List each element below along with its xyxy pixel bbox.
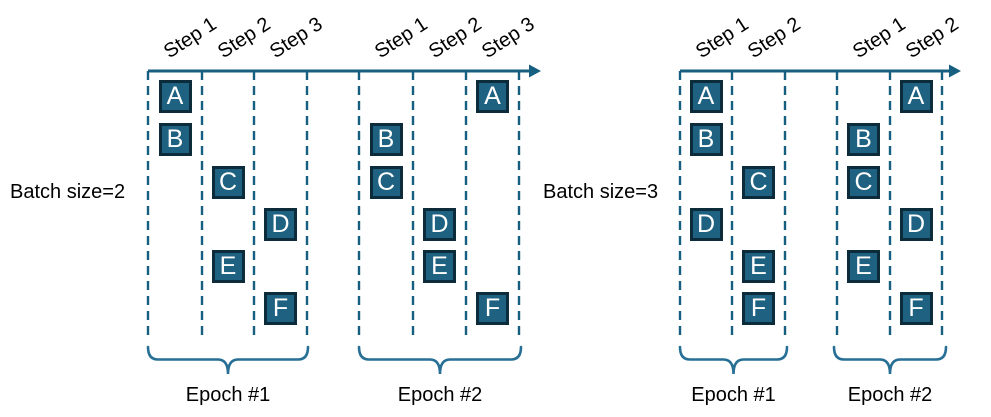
batch-item-box-e: E: [423, 250, 456, 283]
batch-item-box-c: C: [847, 166, 880, 199]
batch-item-box-b: B: [158, 123, 192, 156]
time-axis-arrowhead-icon: [529, 64, 541, 78]
batch-item-box-b: B: [689, 123, 723, 156]
batch-item-box-f: F: [742, 292, 775, 325]
batch-item-box-c: C: [211, 166, 245, 199]
batch-item-box-a: A: [899, 80, 933, 113]
batch-item-box-d: D: [899, 208, 933, 241]
batch-item-box-b: B: [369, 123, 403, 156]
batch-item-box-a: A: [689, 80, 723, 113]
batch-item-box-d: D: [689, 208, 723, 241]
batch-size-label: Batch size=3: [543, 181, 659, 203]
epoch-label: Epoch #2: [397, 384, 483, 406]
batch-item-box-b: B: [847, 123, 880, 156]
epoch-brace: [357, 345, 523, 375]
epoch-brace: [146, 345, 310, 375]
epoch-label: Epoch #1: [691, 384, 776, 406]
batch-item-box-f: F: [264, 292, 297, 325]
epoch-brace: [678, 345, 789, 375]
batch-item-box-d: D: [423, 208, 456, 241]
batch-size-label: Batch size=2: [10, 181, 126, 203]
batch-item-box-a: A: [476, 80, 509, 113]
time-axis-arrowhead-icon: [949, 64, 961, 78]
epoch-label: Epoch #2: [847, 384, 933, 406]
epoch-label: Epoch #1: [185, 384, 271, 406]
batch-item-box-e: E: [847, 250, 880, 283]
batch-item-box-c: C: [742, 166, 775, 199]
batch-item-box-e: E: [211, 250, 245, 283]
batch-item-box-d: D: [264, 208, 297, 241]
batch-item-box-e: E: [742, 250, 775, 283]
batch-item-box-f: F: [476, 292, 509, 325]
batch-item-box-a: A: [158, 80, 192, 113]
epoch-brace: [832, 345, 948, 375]
batch-item-box-f: F: [899, 292, 933, 325]
batch-item-box-c: C: [369, 166, 403, 199]
